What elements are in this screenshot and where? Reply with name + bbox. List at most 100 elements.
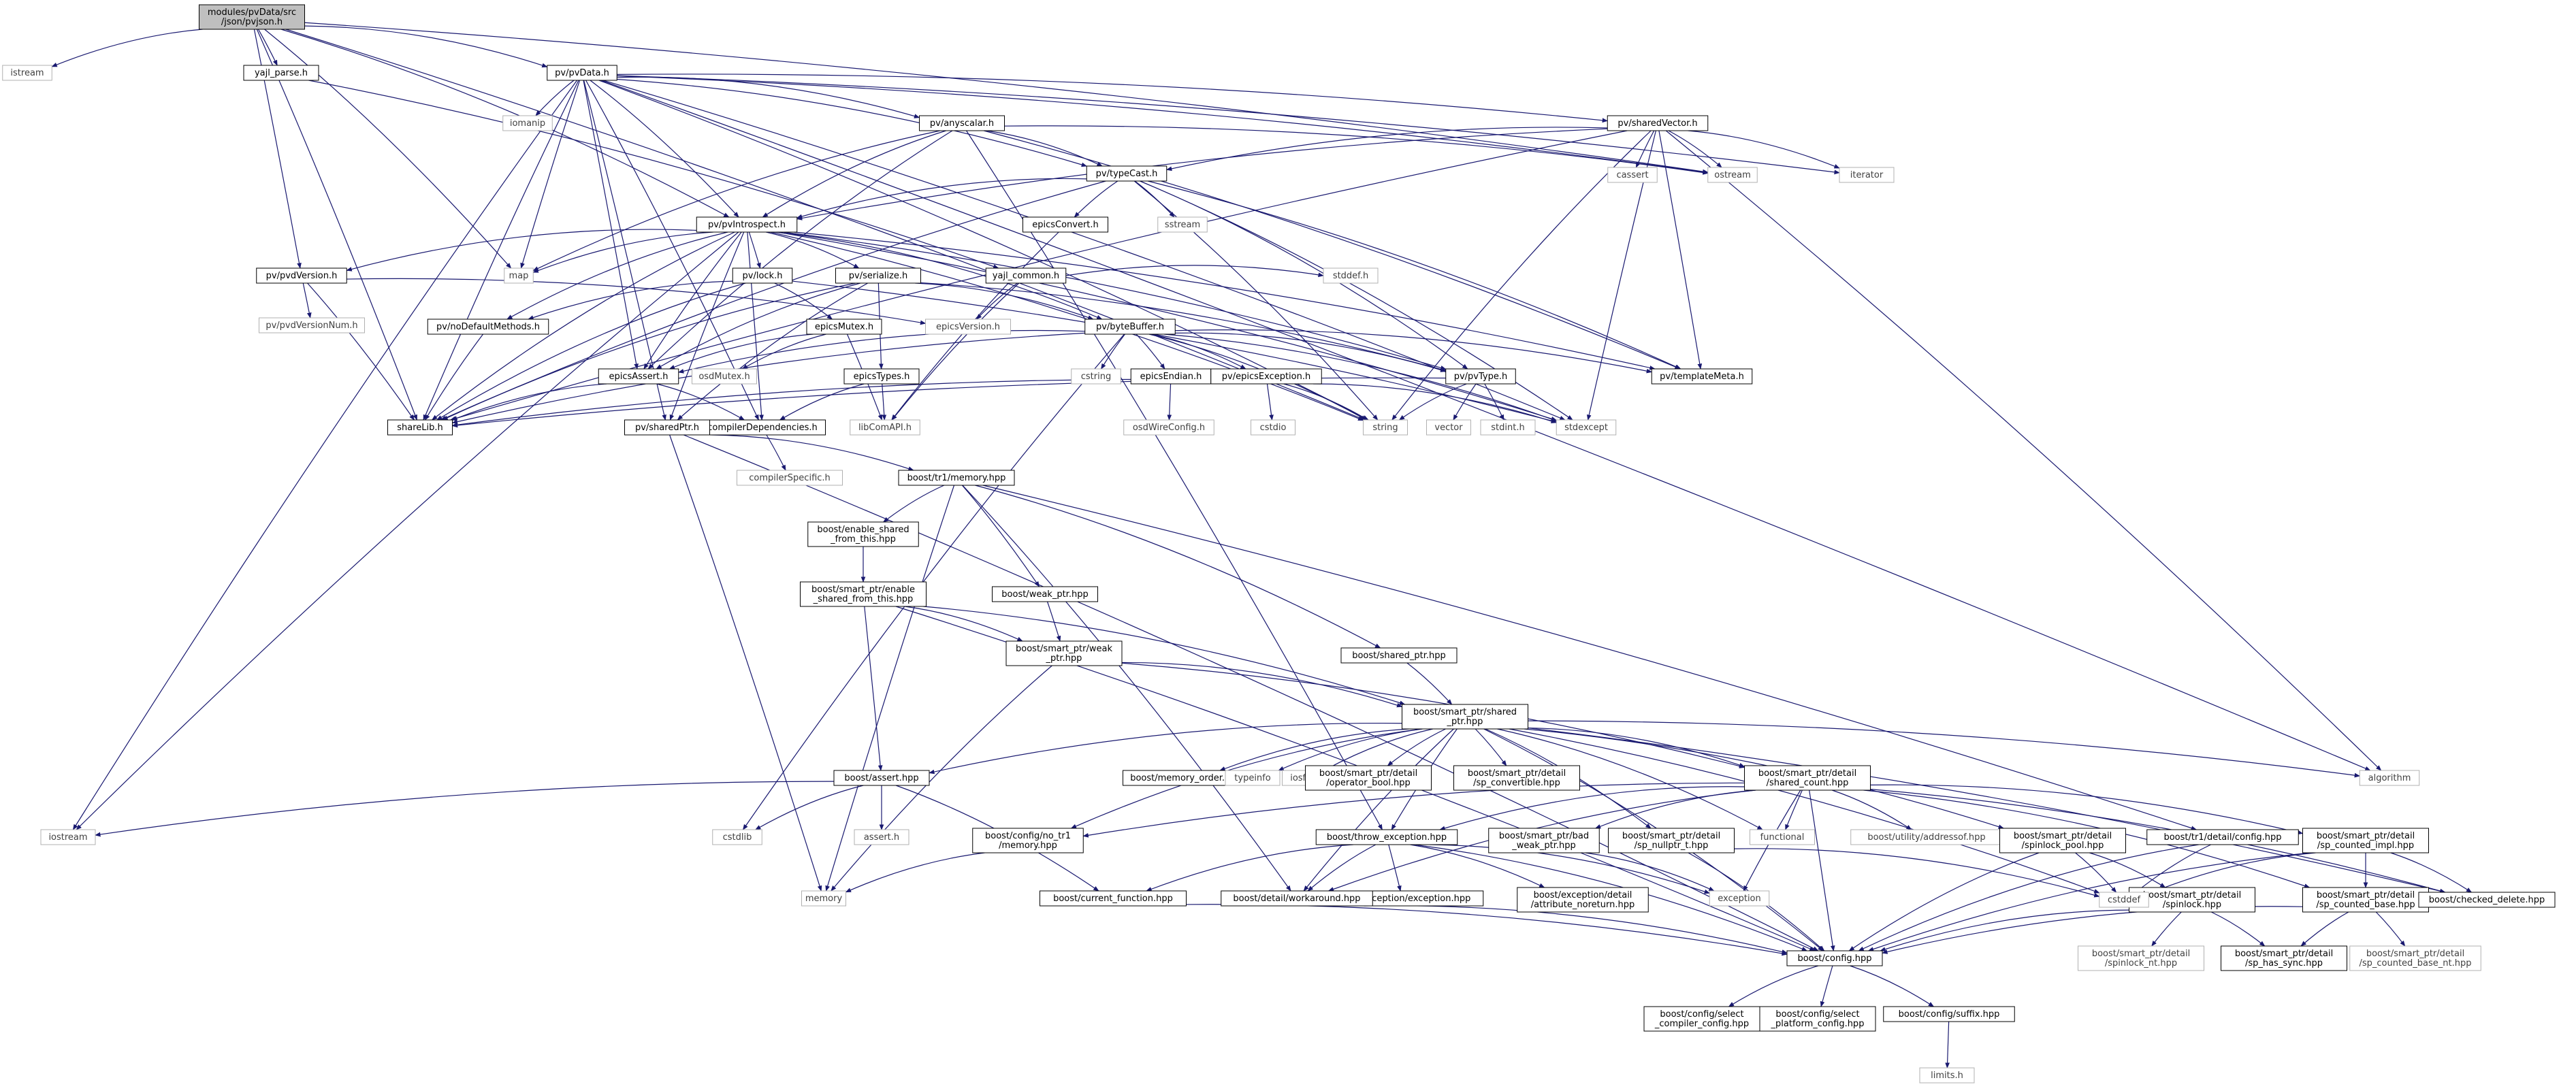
edge-sharedPtr-to-tr1_memory	[709, 434, 914, 471]
node-label: epicsConvert.h	[1032, 220, 1099, 230]
node-box	[2146, 829, 2299, 845]
node-label: yajl_parse.h	[255, 68, 308, 78]
edge-sharedPtr-to-boost_config	[683, 434, 1819, 951]
node-enable_shared[interactable]: boost/enable_shared_from_this.hpp	[807, 521, 919, 547]
edge-sharedVector-to-ostream	[1668, 130, 1722, 168]
node-box	[1251, 419, 1295, 436]
node-istream: istream	[2, 65, 52, 81]
node-bad_weak_ptr[interactable]: boost/smart_ptr/bad_weak_ptr.hpp	[1488, 828, 1600, 853]
edge-no_tr1_memory-to-memory	[845, 852, 985, 893]
node-box	[1157, 216, 1208, 233]
node-box	[843, 368, 920, 385]
edge-current_function-to-boost_config	[1186, 904, 1788, 956]
edge-tr1_config-to-boost_config	[1858, 844, 2199, 951]
node-templateMeta[interactable]: pv/templateMeta.h	[1651, 368, 1753, 385]
node-byteBuffer[interactable]: pv/byteBuffer.h	[1084, 319, 1176, 335]
node-sp_has_sync[interactable]: boost/smart_ptr/detail/sp_has_sync.hpp	[2221, 945, 2347, 971]
node-select_compiler[interactable]: boost/config/select_compiler_config.hpp	[1643, 1006, 1760, 1032]
node-root[interactable]: modules/pvData/src/json/pvjson.h	[199, 4, 305, 30]
node-pvData[interactable]: pv/pvData.h	[547, 65, 617, 81]
node-label: pv/lock.h	[743, 271, 783, 281]
node-label: epicsTypes.h	[854, 372, 910, 382]
node-tr1_config[interactable]: boost/tr1/detail/config.hpp	[2146, 829, 2299, 845]
node-label: pv/templateMeta.h	[1660, 372, 1744, 382]
edge-sp_counted_impl-to-cstddef	[2148, 852, 2316, 894]
node-sp_nullptr[interactable]: boost/smart_ptr/detail/sp_nullptr_t.hpp	[1608, 828, 1735, 853]
node-typeCast[interactable]: pv/typeCast.h	[1086, 165, 1168, 182]
node-libComAPI: libComAPI.h	[850, 419, 920, 436]
node-boost_config[interactable]: boost/config.hpp	[1786, 950, 1883, 966]
edge-serialize-to-epicsAssert	[656, 282, 860, 370]
edge-serialize-to-shareLib	[442, 282, 856, 421]
node-spinlock_pool[interactable]: boost/smart_ptr/detail/spinlock_pool.hpp	[1999, 828, 2126, 853]
node-stdint_h: stdint.h	[1480, 419, 1536, 436]
node-compilerDependencies[interactable]: compilerDependencies.h	[699, 419, 826, 436]
node-epicsMutex[interactable]: epicsMutex.h	[806, 319, 882, 335]
node-sp_counted_base[interactable]: boost/smart_ptr/detail/sp_counted_base.h…	[2302, 887, 2429, 913]
node-weak_ptr[interactable]: boost/weak_ptr.hpp	[992, 586, 1098, 602]
edge-pvData-to-shareLib	[423, 80, 579, 421]
node-pvdVersion[interactable]: pv/pvdVersion.h	[256, 267, 347, 284]
node-yajl_common[interactable]: yajl_common.h	[985, 267, 1067, 284]
edge-compilerDependencies-to-compilerSpecific	[766, 434, 786, 471]
node-box	[1707, 167, 1758, 183]
node-label: pv/typeCast.h	[1096, 169, 1158, 179]
node-shareLib[interactable]: shareLib.h	[387, 419, 453, 436]
node-sharedPtr[interactable]: pv/sharedPtr.h	[624, 419, 710, 436]
node-serialize[interactable]: pv/serialize.h	[835, 267, 921, 284]
node-box	[2359, 770, 2420, 786]
node-checked_delete[interactable]: boost/checked_delete.hpp	[2418, 892, 2556, 908]
edge-sp_shared_ptr-to-boost_assert	[929, 722, 1402, 775]
edge-epicsException-to-stdexcept	[1313, 383, 1558, 423]
edge-suffix-to-limits_h	[1945, 1021, 1950, 1069]
node-select_platform[interactable]: boost/config/select_platform_config.hpp	[1759, 1006, 1876, 1032]
node-sp_shared_ptr[interactable]: boost/smart_ptr/shared_ptr.hpp	[1402, 704, 1528, 730]
edge-sp_counted_base-to-sp_counted_base_nt	[2375, 911, 2406, 947]
node-epicsAssert[interactable]: epicsAssert.h	[598, 368, 679, 385]
node-lock[interactable]: pv/lock.h	[732, 267, 793, 284]
node-throw_exception[interactable]: boost/throw_exception.hpp	[1315, 829, 1458, 845]
node-sp_convertible[interactable]: boost/smart_ptr/detail/sp_convertible.hp…	[1453, 765, 1580, 791]
node-noDefaultMethods[interactable]: pv/noDefaultMethods.h	[427, 319, 549, 335]
node-spinlock[interactable]: boost/smart_ptr/detail/spinlock.hpp	[2129, 887, 2255, 913]
node-epicsConvert[interactable]: epicsConvert.h	[1023, 216, 1108, 233]
edge-pvIntrospect-to-epicsAssert	[643, 231, 742, 370]
node-yajl_parse[interactable]: yajl_parse.h	[243, 65, 319, 81]
edge-byteBuffer-to-stdexcept	[1163, 333, 1558, 421]
node-shared_count[interactable]: boost/smart_ptr/detail/shared_count.hpp	[1744, 765, 1871, 791]
node-pvAnyscalar[interactable]: pv/anyscalar.h	[919, 115, 1005, 131]
node-no_tr1_memory[interactable]: boost/config/no_tr1/memory.hpp	[972, 828, 1084, 853]
node-algorithm: algorithm	[2359, 770, 2420, 786]
node-sp_enable_shared[interactable]: boost/smart_ptr/enable_shared_from_this.…	[800, 581, 927, 607]
node-suffix[interactable]: boost/config/suffix.hpp	[1883, 1006, 2015, 1022]
node-boost_assert[interactable]: boost/assert.hpp	[833, 770, 930, 786]
node-operator_bool[interactable]: boost/smart_ptr/detail/operator_bool.hpp	[1305, 765, 1432, 791]
node-pvIntrospect[interactable]: pv/pvIntrospect.h	[696, 216, 798, 233]
node-epicsEndian[interactable]: epicsEndian.h	[1130, 368, 1212, 385]
node-box	[972, 828, 1084, 853]
edge-pvIntrospect-to-pvdVersion	[346, 229, 697, 272]
edge-byteBuffer-to-string	[1148, 333, 1367, 421]
node-epicsException[interactable]: pv/epicsException.h	[1210, 368, 1322, 385]
node-sharedVector[interactable]: pv/sharedVector.h	[1607, 115, 1709, 131]
node-box	[1040, 890, 1187, 907]
node-sstream: sstream	[1157, 216, 1208, 233]
node-shared_ptr[interactable]: boost/shared_ptr.hpp	[1340, 647, 1458, 664]
node-osdWireConfig: osdWireConfig.h	[1123, 419, 1214, 436]
node-sp_counted_impl[interactable]: boost/smart_ptr/detail/sp_counted_impl.h…	[2302, 828, 2429, 853]
edge-pvData-to-ostream	[617, 75, 1709, 175]
node-epicsTypes[interactable]: epicsTypes.h	[843, 368, 920, 385]
node-box	[2302, 828, 2429, 853]
node-pvType[interactable]: pv/pvType.h	[1445, 368, 1516, 385]
edge-pvData-to-epicsAssert	[583, 80, 639, 370]
node-sp_weak_ptr[interactable]: boost/smart_ptr/weak_ptr.hpp	[1005, 640, 1123, 666]
node-workaround[interactable]: boost/detail/workaround.hpp	[1221, 890, 1373, 907]
node-box	[925, 319, 1011, 335]
node-tr1_memory[interactable]: boost/tr1/memory.hpp	[898, 470, 1015, 486]
edge-yajl_common-to-stddef_h	[1065, 265, 1324, 278]
edge-sharedVector-to-pvIntrospect	[796, 128, 1608, 221]
edge-throw_exception-to-exception_exception	[1388, 844, 1402, 892]
node-attribute_noreturn[interactable]: boost/exception/detail/attribute_noretur…	[1517, 887, 1649, 913]
node-current_function[interactable]: boost/current_function.hpp	[1040, 890, 1187, 907]
